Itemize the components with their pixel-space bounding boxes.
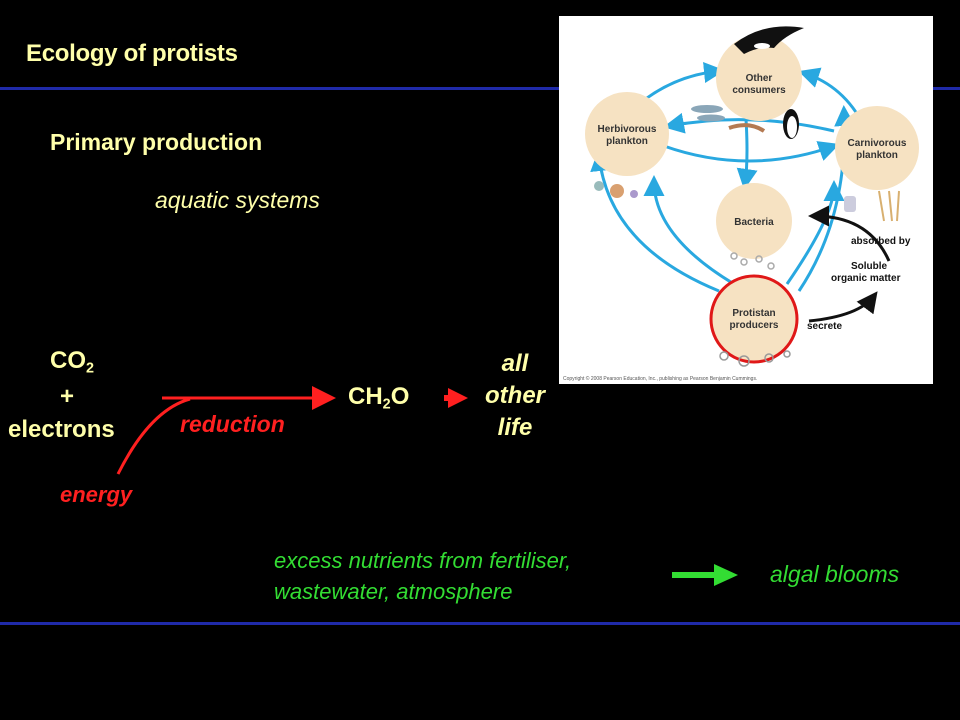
fish-icon: [691, 105, 725, 122]
svg-text:Carnivorous: Carnivorous: [848, 138, 907, 149]
absorbed-label: absorbed by: [851, 236, 911, 247]
product-to-life-arrow: [444, 388, 468, 408]
phytoplankton-icon: [719, 350, 791, 367]
algal-blooms-label: algal blooms: [770, 561, 900, 587]
secrete-label: secrete: [807, 321, 842, 332]
node-herbivorous-plankton: Herbivorous plankton: [585, 92, 669, 176]
orca-icon: [734, 26, 804, 54]
reactant-co2: CO2: [50, 347, 95, 377]
bacteria-cells-icon: [730, 252, 775, 270]
nutrients-text: excess nutrients from fertiliser, wastew…: [274, 548, 572, 604]
svg-text:Herbivorous: Herbivorous: [598, 124, 657, 135]
copyright-text: Copyright © 2008 Pearson Education, Inc.…: [563, 375, 757, 382]
zooplankton-icon: [594, 181, 638, 198]
svg-text:consumers: consumers: [732, 85, 786, 96]
energy-label: energy: [60, 482, 133, 507]
downstream-all-other-life: all other life: [485, 350, 545, 441]
nutrients-arrow: [672, 564, 738, 586]
soluble-label-2: organic matter: [831, 273, 901, 284]
svg-text:plankton: plankton: [606, 136, 648, 147]
jellyfish-icon: [844, 190, 900, 222]
reduction-label: reduction: [180, 411, 285, 437]
slide-title: Ecology of protists: [26, 40, 238, 67]
food-web-figure: Other consumers Herbivorous plankton Car…: [559, 16, 933, 384]
svg-text:Bacteria: Bacteria: [734, 217, 774, 228]
product-ch2o: CH2O: [348, 383, 410, 413]
top-rule: [0, 87, 960, 90]
node-bacteria: Bacteria: [716, 183, 792, 259]
energy-arrow: [116, 397, 191, 475]
plus-sign: +: [60, 383, 75, 410]
dom-arrows: [808, 205, 891, 323]
node-carnivorous-plankton: Carnivorous plankton: [835, 106, 919, 190]
node-other-consumers: Other consumers: [716, 35, 802, 121]
soluble-label-1: Soluble: [851, 261, 888, 272]
svg-text:Protistan: Protistan: [732, 308, 775, 319]
svg-text:producers: producers: [730, 320, 779, 331]
node-protistan-producers: Protistan producers: [709, 274, 799, 364]
penguin-icon: [783, 109, 799, 139]
food-web-diagram: Other consumers Herbivorous plankton Car…: [563, 26, 919, 382]
reactant-electrons: electrons: [8, 416, 115, 443]
slide-subtitle: Primary production: [50, 129, 263, 155]
shrimp-icon: [728, 123, 766, 133]
svg-text:Other: Other: [746, 73, 773, 84]
bottom-rule: [0, 622, 960, 625]
context-text: aquatic systems: [155, 187, 320, 213]
svg-text:plankton: plankton: [856, 150, 898, 161]
